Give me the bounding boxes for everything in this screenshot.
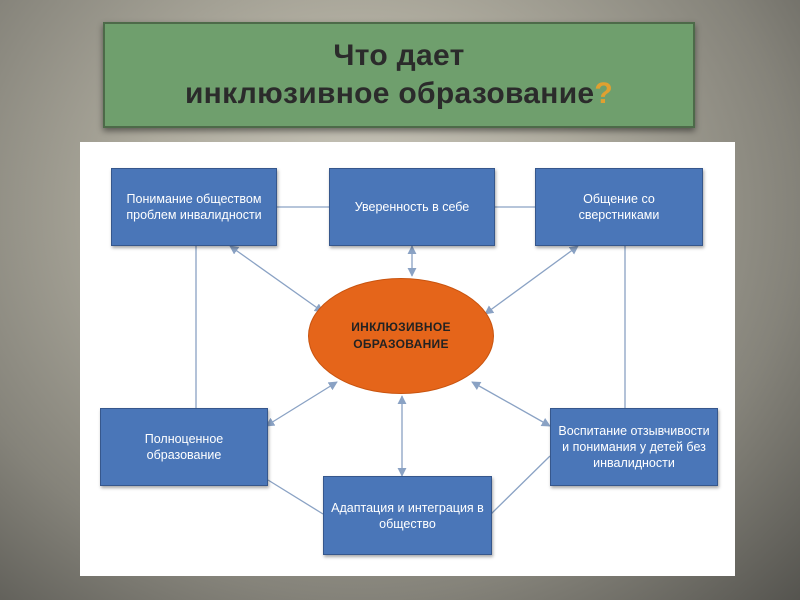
node-adaptation: Адаптация и интеграция в общество (323, 476, 492, 555)
arrow-communication-center (484, 245, 579, 315)
diagram-panel: Понимание обществом проблем инвалидности… (80, 142, 735, 576)
center-node-inclusive-education: ИНКЛЮЗИВНОЕ ОБРАЗОВАНИЕ (308, 278, 494, 394)
node-understanding: Понимание обществом проблем инвалидности (111, 168, 277, 246)
node-confidence: Уверенность в себе (329, 168, 495, 246)
center-line-1: ИНКЛЮЗИВНОЕ (351, 320, 451, 334)
title-line-1: Что дает (333, 39, 465, 72)
node-communication: Общение со сверстниками (535, 168, 703, 246)
node-full-education: Полноценное образование (100, 408, 268, 486)
title-banner: Что дает инклюзивное образование? (103, 22, 695, 128)
node-upbringing: Воспитание отзывчивости и понимания у де… (550, 408, 718, 486)
connector-lines (195, 206, 626, 515)
arrow-upbringing-center (471, 381, 551, 427)
connector-adaptation-upbringing (490, 455, 551, 515)
title-question-mark: ? (594, 77, 614, 110)
arrow-understanding-center (229, 245, 324, 313)
title-line-2-text: инклюзивное образование (184, 77, 595, 110)
connector-full-education-adaptation (267, 479, 324, 515)
center-line-2: ОБРАЗОВАНИЕ (353, 337, 449, 351)
title-line-2: инклюзивное образование? (185, 75, 613, 113)
arrow-full-education-center (265, 381, 338, 427)
